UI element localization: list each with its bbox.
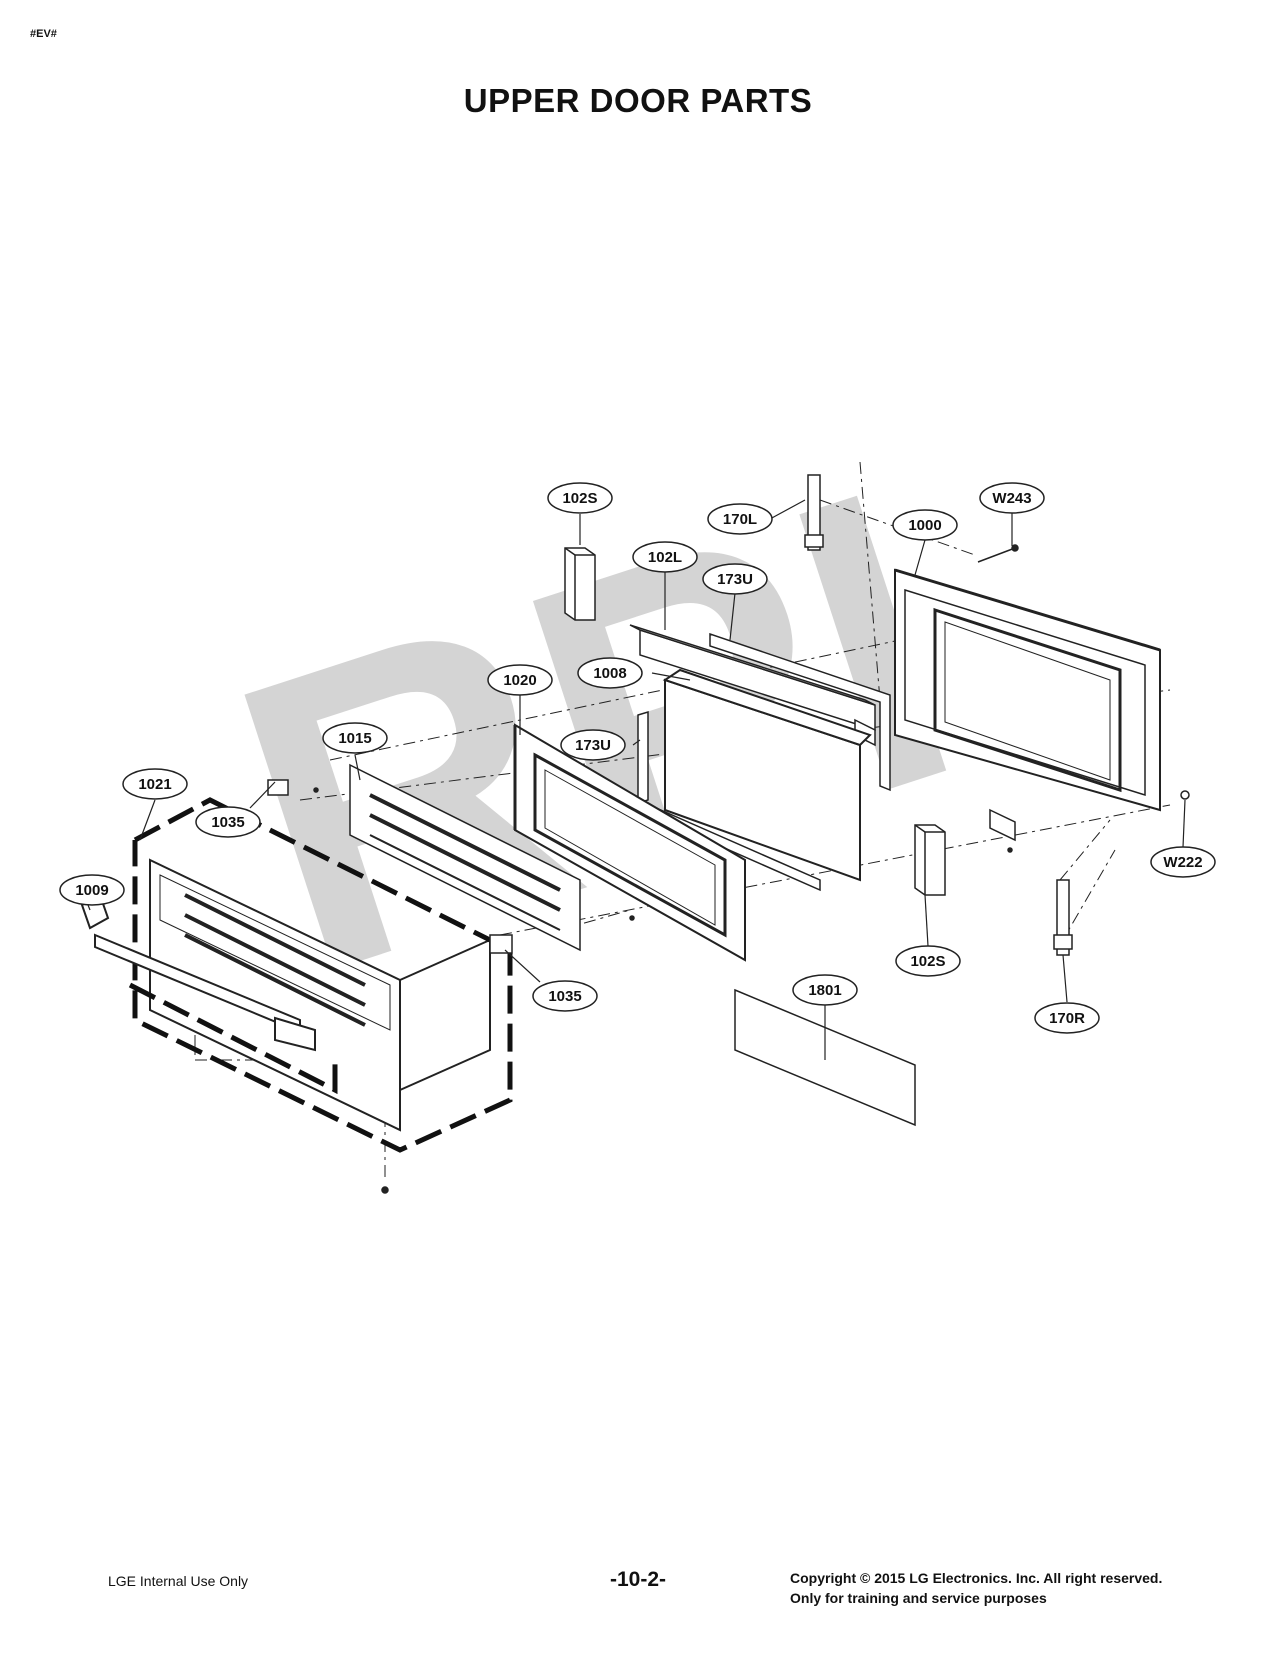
label-1008: 1008 xyxy=(593,665,626,682)
callout-102L xyxy=(632,541,698,573)
callout-102S-top xyxy=(547,482,613,514)
callout-173U-top xyxy=(702,563,768,595)
label-1015: 1015 xyxy=(338,730,371,747)
part-1035-bracket-bottom xyxy=(489,934,513,954)
callouts xyxy=(59,482,1216,1034)
part-1020-inner-frame xyxy=(513,723,746,962)
callout-1035-top xyxy=(195,806,261,838)
callout-1020 xyxy=(487,664,553,696)
label-1021: 1021 xyxy=(138,776,171,793)
callout-102S-bottom xyxy=(895,945,961,977)
part-173U-top-strip xyxy=(709,632,891,792)
part-170R-hinge xyxy=(1053,879,1073,956)
label-170L: 170L xyxy=(723,511,757,528)
footer-copyright: Copyright © 2015 LG Electronics. Inc. Al… xyxy=(790,1568,1162,1608)
page-number: -10-2- xyxy=(609,1568,667,1591)
hinge-bracket xyxy=(989,808,1016,842)
part-102S-block-bottom xyxy=(914,824,946,896)
screws xyxy=(313,544,1190,1194)
part-1021-front-panel xyxy=(149,858,491,1132)
leader-lines xyxy=(87,499,1186,1060)
part-1035-bracket-top xyxy=(267,779,289,796)
callout-170R xyxy=(1034,1002,1100,1034)
label-1035-top: 1035 xyxy=(211,814,244,831)
front-assembly-outline xyxy=(128,797,513,1153)
callout-1015 xyxy=(322,722,388,754)
label-170R: 170R xyxy=(1049,1010,1085,1027)
document-tag: #EV# xyxy=(30,28,57,40)
part-1009-handle xyxy=(80,893,316,1052)
part-102S-block-top xyxy=(564,547,596,621)
callout-labels: 102S 170L W243 1000 102L 173U 1008 1020 … xyxy=(75,490,1202,1027)
label-102L: 102L xyxy=(648,549,682,566)
footer-internal-use: LGE Internal Use Only xyxy=(108,1573,249,1589)
part-1008-glass xyxy=(662,668,872,882)
callout-1035-bottom xyxy=(532,980,598,1012)
label-102S-top: 102S xyxy=(562,490,597,507)
copyright-line: Copyright © 2015 LG Electronics. Inc. Al… xyxy=(790,1570,1163,1586)
label-1020: 1020 xyxy=(503,672,536,689)
callout-W222 xyxy=(1150,846,1216,878)
callout-1000 xyxy=(892,509,958,541)
part-173U-middle-strip xyxy=(637,710,821,892)
callout-173U-mid xyxy=(560,729,626,761)
part-170L-hinge xyxy=(804,474,824,551)
callout-170L xyxy=(707,503,773,535)
page-title: UPPER DOOR PARTS xyxy=(463,82,813,119)
part-1015-vent-panel xyxy=(349,763,581,952)
callout-W243 xyxy=(979,482,1045,514)
label-173U-top: 173U xyxy=(717,571,753,588)
label-W222: W222 xyxy=(1163,854,1202,871)
label-W243: W243 xyxy=(992,490,1031,507)
callout-1801 xyxy=(792,974,858,1006)
label-1000: 1000 xyxy=(908,517,941,534)
label-1035-bottom: 1035 xyxy=(548,988,581,1005)
label-102S-bottom: 102S xyxy=(910,953,945,970)
training-note: Only for training and service purposes xyxy=(790,1590,1047,1606)
callout-1021 xyxy=(122,768,188,800)
callout-1009 xyxy=(59,874,125,906)
part-1000-door-frame xyxy=(894,568,1161,812)
part-102L-insulation xyxy=(629,624,876,747)
label-173U-mid: 173U xyxy=(575,737,611,754)
callout-1008 xyxy=(577,657,643,689)
label-1009: 1009 xyxy=(75,882,108,899)
label-1801: 1801 xyxy=(808,982,841,999)
